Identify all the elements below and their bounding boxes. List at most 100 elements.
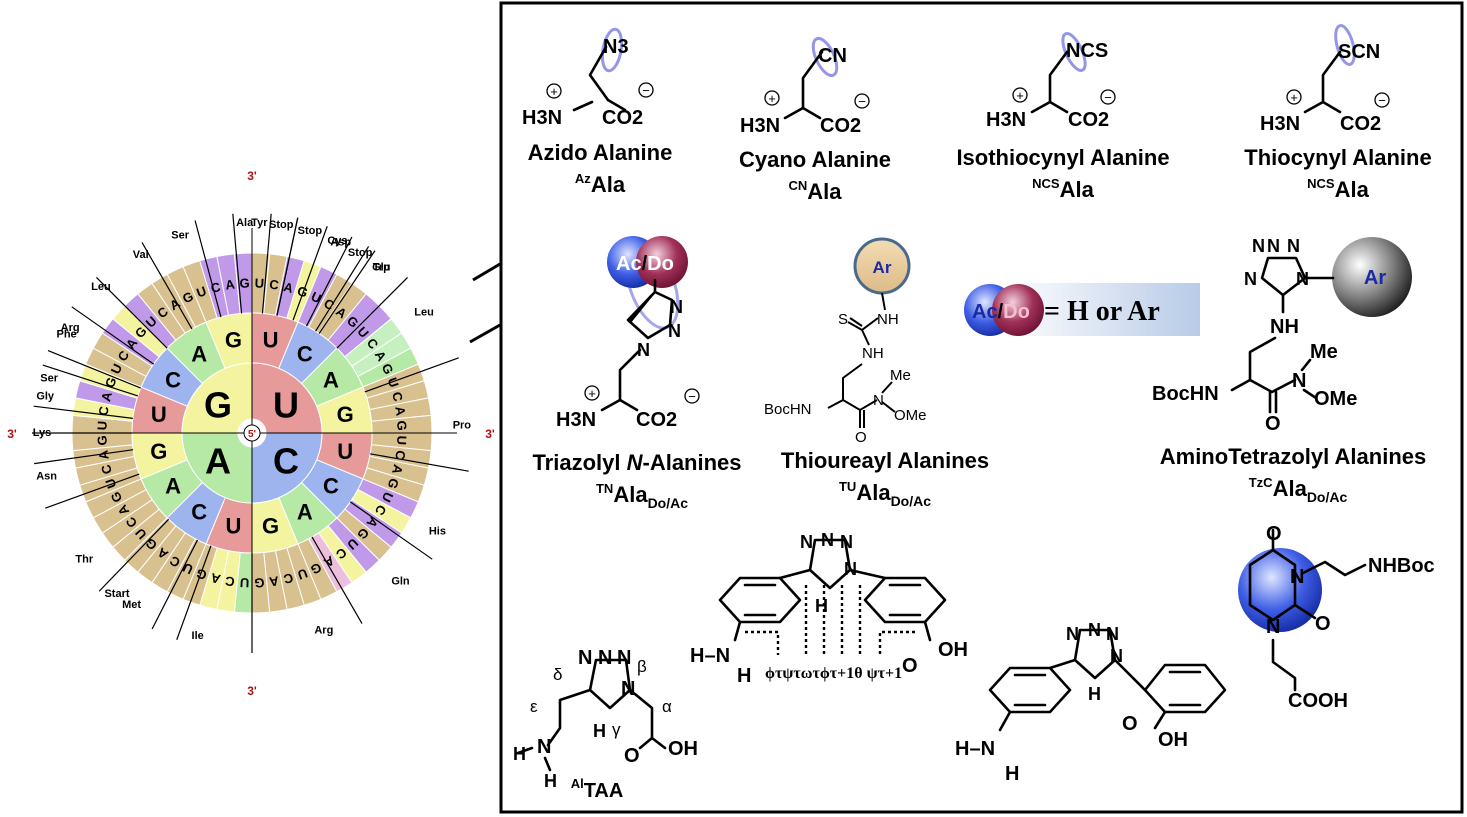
triazolyl-minus-charge (684, 388, 700, 404)
inner-base-letter: C (273, 441, 299, 482)
model-o-label: O (1122, 713, 1138, 735)
amino-acid-label: Ala (236, 217, 254, 229)
cyano-co2-label: CO2 (820, 115, 861, 137)
triazole-n3: N (637, 340, 650, 360)
outer-base-letter: A (98, 390, 115, 403)
prime-label-top: 3' (247, 169, 257, 183)
connector-line-lower (469, 323, 501, 344)
isothiocynyl-minus-sign: − (1104, 90, 1112, 105)
outer-base-letter: A (224, 276, 236, 292)
inner-base-letter: U (273, 385, 299, 426)
amino-acid-label: Lys (33, 427, 52, 439)
triazolyl-n-bond (600, 398, 622, 412)
altaa-n-amine: N (537, 736, 551, 758)
model-h-ring: H (1088, 684, 1101, 704)
prime-label-bottom: 3' (247, 684, 257, 698)
pna-cooh-label: COOH (1288, 690, 1348, 712)
wheel-spoke (47, 350, 141, 389)
azido-alanine-name: Azido Alanine (528, 140, 673, 165)
connector-line-upper (472, 262, 501, 282)
torsion-triazole-ring (808, 538, 852, 590)
outer-base-letter: G (384, 476, 402, 491)
azido-alanine-abbr: AzAla (575, 171, 626, 197)
middle-base-letter: G (337, 402, 354, 427)
triazolyl-co2-label: CO2 (636, 409, 677, 431)
wheel-spoke (276, 217, 299, 316)
middle-base-letter: C (165, 368, 181, 393)
model-amine-link (998, 710, 1012, 732)
tetrazolyl-abbr-sup: TzC (1249, 475, 1273, 490)
wheel-spoke (311, 536, 363, 624)
amino-acid-label: Gly (36, 391, 55, 403)
thioureayl-abbr-main: Ala (856, 480, 891, 505)
wheel-spoke (45, 473, 140, 509)
middle-base-letter: U (263, 327, 279, 352)
amino-acid-label: Tyr (251, 217, 268, 229)
altaa-abbr-sup: Al (571, 776, 584, 791)
tetrazole-ring (1260, 256, 1307, 297)
cyano-h3n-label: H3N (740, 115, 780, 137)
wheel-spoke (34, 449, 134, 465)
thiocynyl-abbr-main: Ala (1335, 177, 1370, 202)
wheel-spoke (96, 277, 168, 349)
triazole-n2: N (668, 321, 681, 341)
inner-quadrant (251, 432, 323, 504)
outer-base-letter: A (392, 405, 408, 417)
outer-base-letter: G (194, 565, 209, 583)
tetrazole-n-b: N (1267, 236, 1280, 256)
model-h-bottom: H (1005, 763, 1019, 785)
wheel-spoke (42, 364, 139, 397)
thiocynyl-h3n-label: H3N (1260, 113, 1300, 135)
cyano-alanine-structure: CN H3N + CO2 − Cyano Alanine CNAla (739, 36, 891, 204)
wheel-spoke (151, 539, 199, 630)
isothiocynyl-co2-label: CO2 (1068, 109, 1109, 131)
outer-base-letter: U (394, 435, 409, 445)
pna-o-top: O (1266, 523, 1282, 545)
azido-backbone-bonds (588, 45, 610, 102)
azido-h3n-label: H3N (522, 107, 562, 129)
torsion-amine-link (733, 620, 742, 642)
torsion-left-benzene-inner (743, 583, 777, 617)
middle-base-letter: G (262, 514, 279, 539)
azido-abbr-main: Ala (591, 172, 626, 197)
inner-quadrant (181, 432, 253, 504)
thiocynyl-minus-sign: − (1378, 93, 1386, 108)
isothiocynyl-alanine-abbr: NCSAla (1032, 176, 1094, 202)
triazolyl-plus-charge (584, 385, 600, 401)
altaa-oh-label: OH (668, 738, 698, 760)
thioureayl-s-label: S (838, 311, 848, 328)
thioureayl-n-label: N (873, 392, 884, 409)
isothiocynyl-h3n-label: H3N (986, 109, 1026, 131)
legend-ac-do-label: Ac/Do (972, 301, 1030, 323)
altaa-triazole-ring (588, 658, 632, 710)
wheel-spoke (305, 236, 353, 327)
model-left-link (1048, 658, 1077, 670)
outer-base-letter: C (98, 462, 115, 475)
triazolyl-h3n-label: H3N (556, 409, 596, 431)
model-n-c: N (1106, 624, 1119, 644)
wheel-spoke (141, 242, 193, 330)
altaa-nh-bond2 (543, 756, 552, 772)
middle-base-letter: A (191, 342, 207, 367)
isothiocynyl-backbone-bonds (1048, 50, 1069, 104)
legend-do-text: Do (1003, 301, 1030, 323)
cyano-c-bond (801, 106, 822, 120)
triazolyl-alanine-name: Triazolyl N-Alanines (532, 450, 741, 475)
tetrazole-n-d: N (1244, 269, 1257, 289)
wheel-spoke (232, 213, 243, 314)
thiocynyl-backbone-bonds (1321, 50, 1342, 104)
torsion-n-a: N (800, 532, 813, 552)
triazolyl-do-text: Do (647, 253, 674, 275)
altaa-alpha: α (662, 697, 672, 716)
torsion-model-structure: N N N N H H–N H O OH ϕτψτωτϕτ+1θ ψτ+1 (690, 530, 968, 687)
amino-acid-label: Phe (56, 328, 76, 340)
wheel-spoke (364, 357, 459, 393)
thioureayl-me-label: Me (890, 367, 911, 384)
amino-acid-label: Cys (327, 235, 347, 247)
altaa-abbr: AlTAA (571, 776, 624, 802)
amino-acid-label: Gln (391, 575, 410, 587)
thioureayl-bochn-label: BocHN (764, 401, 812, 418)
wheel-spoke (33, 405, 133, 419)
amino-acid-label: Glu (372, 262, 390, 274)
